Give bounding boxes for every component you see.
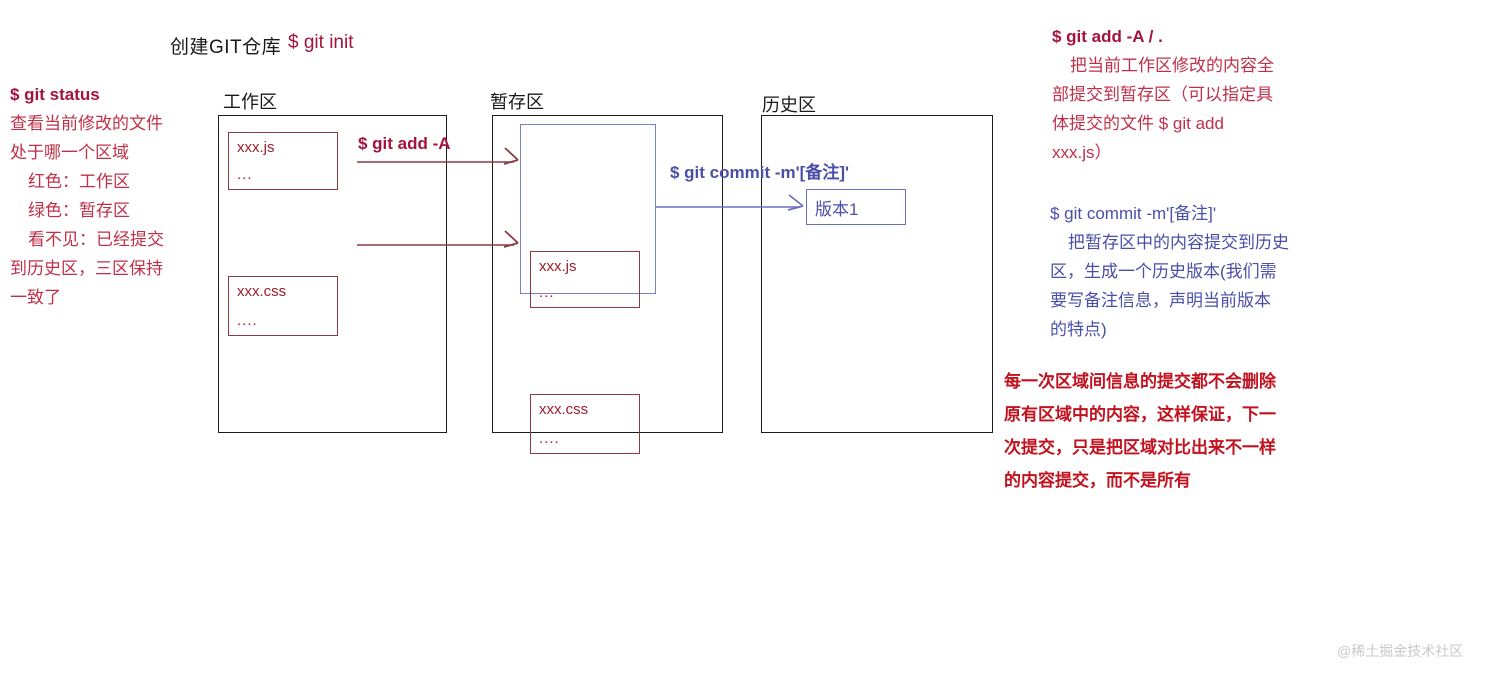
git-status-line-3: 绿色：暂存区 [28,201,130,220]
file-dots: .... [237,312,258,329]
workspace-region-box [218,115,447,433]
arrow-label-git-add: $ git add -A [358,134,451,153]
git-status-line-1: 处于哪一个区域 [10,143,129,162]
file-name: xxx.css [237,283,287,300]
conclusion-line-2: 次提交，只是把区域对比出来不一样 [1004,438,1276,457]
git-status-line-5: 到历史区，三区保持 [10,259,163,278]
staging-file-css: xxx.css .... [530,394,640,454]
file-name: xxx.js [237,139,275,156]
git-add-line-3: xxx.js） [1052,143,1112,162]
workspace-file-css: xxx.css .... [228,276,338,336]
file-dots: .... [539,430,560,447]
git-status-line-2: 红色：工作区 [28,172,130,191]
file-dots: ... [237,166,253,183]
git-commit-line-3: 的特点) [1050,320,1107,339]
conclusion-line-0: 每一次区域间信息的提交都不会删除 [1004,372,1276,391]
git-commit-note: $ git commit -m'[备注]' 把暂存区中的内容提交到历史 区，生成… [1050,199,1350,344]
git-commit-line-1: 区，生成一个历史版本(我们需 [1050,262,1277,281]
git-status-command: $ git status [10,85,100,104]
git-add-note: $ git add -A / . 把当前工作区修改的内容全 部提交到暂存区（可以… [1052,22,1352,167]
git-add-line-2: 体提交的文件 $ git add [1052,114,1224,133]
git-commit-line-2: 要写备注信息，声明当前版本 [1050,291,1271,310]
staging-region-box [492,115,723,433]
staging-files-wrapper [520,124,656,294]
git-status-line-0: 查看当前修改的文件 [10,114,163,133]
create-repo-command: $ git init [288,32,354,53]
git-status-line-6: 一致了 [10,288,61,307]
git-add-line-1: 部提交到暂存区（可以指定具 [1052,85,1273,104]
history-region-box [761,115,993,433]
git-status-line-4: 看不见：已经提交 [28,230,164,249]
staging-file-js: xxx.js ... [530,251,640,308]
git-add-line-0: 把当前工作区修改的内容全 [1070,56,1274,75]
file-name: xxx.js [539,258,577,275]
file-dots: ... [539,284,555,301]
arrow-label-git-commit: $ git commit -m'[备注]' [670,163,850,182]
version-box: 版本1 [806,189,906,225]
conclusion-note: 每一次区域间信息的提交都不会删除 原有区域中的内容，这样保证，下一 次提交，只是… [1004,365,1324,497]
conclusion-line-1: 原有区域中的内容，这样保证，下一 [1004,405,1276,424]
workspace-file-js: xxx.js ... [228,132,338,190]
git-commit-line-0: 把暂存区中的内容提交到历史 [1068,233,1289,252]
conclusion-line-3: 的内容提交，而不是所有 [1004,471,1191,490]
region-label-workspace: 工作区 [223,92,277,112]
watermark: @稀土掘金技术社区 [1337,643,1464,659]
version-label: 版本1 [815,199,859,219]
git-commit-command: $ git commit -m'[备注]' [1050,204,1217,223]
region-label-history: 历史区 [762,95,816,115]
git-add-command: $ git add -A / . [1052,27,1163,46]
create-repo-label: 创建GIT仓库 [170,37,282,58]
region-label-staging: 暂存区 [490,92,544,112]
file-name: xxx.css [539,401,589,418]
git-status-note: $ git status 查看当前修改的文件 处于哪一个区域 红色：工作区 绿色… [10,80,210,312]
